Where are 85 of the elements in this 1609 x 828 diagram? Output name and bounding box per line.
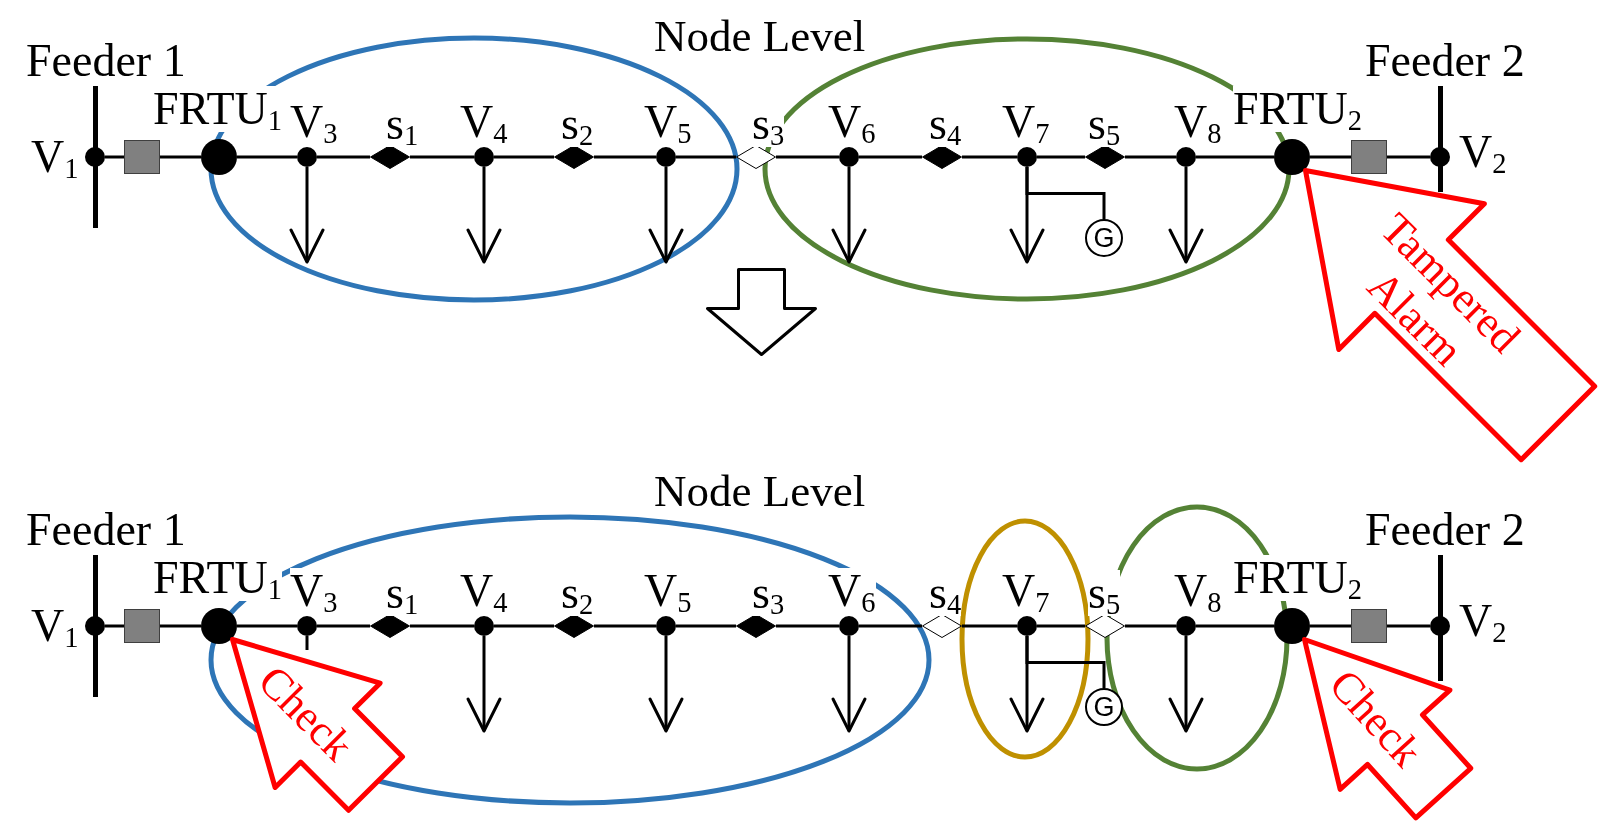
bus-line — [859, 155, 922, 159]
bus-line — [676, 624, 736, 628]
bus-dot — [474, 147, 494, 167]
breaker-block — [124, 140, 160, 174]
bus-line — [494, 155, 554, 159]
bus-line — [1310, 624, 1351, 628]
branch-line — [1025, 636, 1106, 688]
node-label: V$_{3}$ — [290, 567, 338, 614]
load-arrow — [466, 167, 502, 264]
terminal-dot — [1274, 608, 1310, 644]
bus-line — [1387, 155, 1430, 159]
bus-dot — [1176, 616, 1196, 636]
switch-diamond — [370, 145, 410, 169]
switch-diamond — [554, 145, 594, 169]
bus-line — [317, 624, 370, 628]
bus-dot — [1430, 616, 1450, 636]
bus-line — [1310, 155, 1351, 159]
load-arrow — [648, 167, 684, 264]
bus-dot — [474, 616, 494, 636]
bus-line — [317, 155, 370, 159]
bus-line — [160, 624, 201, 628]
switch-diamond — [1085, 614, 1125, 638]
bus-dot — [839, 616, 859, 636]
switch-diamond — [370, 614, 410, 638]
bus-line — [494, 624, 554, 628]
terminal-dot — [201, 608, 237, 644]
bus-line — [1037, 624, 1085, 628]
bus-line — [859, 624, 922, 628]
bus-line — [776, 155, 839, 159]
branch-line — [1025, 167, 1106, 219]
bus-line — [1037, 155, 1085, 159]
bus-line — [962, 155, 1017, 159]
load-arrow — [831, 636, 867, 733]
switch-diamond — [922, 145, 962, 169]
switch-label: s$_{5}$ — [1088, 569, 1121, 616]
terminal-dot — [201, 139, 237, 175]
bus-line — [1387, 624, 1430, 628]
bus-dot — [85, 616, 105, 636]
bus-line — [676, 155, 736, 159]
bus-dot — [656, 616, 676, 636]
bus-line — [105, 155, 124, 159]
bus-dot — [1017, 616, 1037, 636]
bus-line — [594, 624, 656, 628]
load-line — [305, 636, 309, 650]
bus-line — [1125, 624, 1176, 628]
node-label: V$_{6}$ — [828, 567, 876, 614]
bus-line — [410, 155, 474, 159]
bus-line — [1196, 155, 1274, 159]
bus-line — [160, 155, 201, 159]
bus-dot — [839, 147, 859, 167]
load-arrow — [1168, 167, 1204, 264]
bus-dot — [656, 147, 676, 167]
bus-line — [105, 624, 124, 628]
bus-line — [962, 624, 1017, 628]
load-arrow — [1168, 636, 1204, 733]
breaker-block — [1351, 140, 1387, 174]
device-label: FRTU$_{2}$ — [1233, 554, 1363, 601]
bus-line — [776, 624, 839, 628]
bus-dot — [297, 147, 317, 167]
bus-dot — [297, 616, 317, 636]
switch-diamond — [1085, 145, 1125, 169]
bus-dot — [1430, 147, 1450, 167]
generator-circle: G — [1085, 688, 1123, 726]
bus-line — [410, 624, 474, 628]
bus-dot — [1176, 147, 1196, 167]
bus-dot — [85, 147, 105, 167]
device-label: FRTU$_{1}$ — [153, 85, 283, 132]
breaker-block — [124, 609, 160, 643]
bus-line — [594, 155, 656, 159]
breaker-block — [1351, 609, 1387, 643]
generator-circle: G — [1085, 219, 1123, 257]
load-arrow — [289, 167, 325, 264]
bus-dot — [1017, 147, 1037, 167]
load-arrow — [831, 167, 867, 264]
device-label: FRTU$_{2}$ — [1233, 85, 1363, 132]
switch-diamond — [922, 614, 962, 638]
switch-diamond — [554, 614, 594, 638]
load-arrow — [648, 636, 684, 733]
load-arrow — [466, 636, 502, 733]
bus-line — [237, 155, 297, 159]
bus-line — [1125, 155, 1176, 159]
terminal-dot — [1274, 139, 1310, 175]
switch-diamond — [736, 145, 776, 169]
switch-diamond — [736, 614, 776, 638]
bus-line — [1196, 624, 1274, 628]
